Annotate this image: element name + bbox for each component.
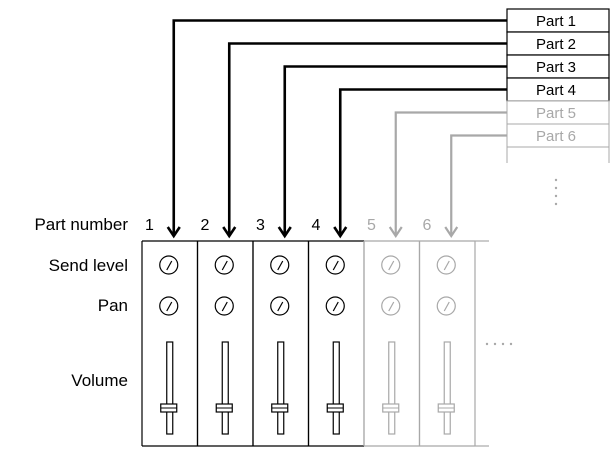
routing-line — [283, 65, 507, 236]
volume-fader-icon — [271, 341, 289, 435]
send-level-label: Send level — [49, 256, 128, 275]
send-level-knob-icon — [270, 255, 290, 275]
part-6: Part 6 6 — [418, 123, 610, 447]
send-level-knob-icon — [381, 255, 401, 275]
pan-knob-icon — [381, 296, 401, 316]
send-level-knob-icon — [214, 255, 234, 275]
volume-label: Volume — [71, 371, 128, 390]
routing-line — [172, 19, 507, 236]
channel-part-number: 4 — [312, 217, 321, 234]
pan-knob-icon — [214, 296, 234, 316]
channel-part-number: 6 — [423, 217, 432, 234]
part-5: Part 5 5 — [363, 100, 610, 447]
send-level-knob-icon — [325, 255, 345, 275]
volume-fader-icon — [160, 341, 178, 435]
pan-label: Pan — [98, 296, 128, 315]
volume-fader-icon — [215, 341, 233, 435]
part-box-label: Part 3 — [536, 59, 576, 76]
more-parts-ellipsis-vertical — [554, 178, 558, 206]
channel-part-number: 2 — [201, 217, 210, 234]
part-1: Part 1 1 — [141, 8, 610, 447]
part-box-label: Part 5 — [536, 105, 576, 122]
pan-knob-icon — [325, 296, 345, 316]
routing-arrowhead-icon — [166, 226, 181, 239]
routing-arrowhead-icon — [388, 226, 403, 238]
routing-line — [450, 134, 507, 236]
part-box-label: Part 1 — [536, 13, 576, 30]
routing-arrowhead-icon — [333, 226, 348, 239]
channel-part-number: 3 — [256, 217, 265, 234]
routing-arrowhead-icon — [444, 226, 459, 238]
routing-arrowhead-icon — [277, 226, 292, 239]
channel-part-number: 1 — [145, 217, 154, 234]
part-3: Part 3 3 — [252, 54, 610, 447]
send-level-knob-icon — [159, 255, 179, 275]
send-level-knob-icon — [436, 255, 456, 275]
volume-fader-icon — [326, 341, 344, 435]
part-2: Part 2 2 — [196, 31, 610, 447]
pan-knob-icon — [159, 296, 179, 316]
pan-knob-icon — [436, 296, 456, 316]
part-box-label: Part 2 — [536, 36, 576, 53]
channel-part-number: 5 — [367, 217, 376, 234]
part-number-label: Part number — [34, 215, 128, 234]
part-box-label: Part 4 — [536, 82, 576, 99]
pan-knob-icon — [270, 296, 290, 316]
routing-line — [394, 111, 507, 236]
volume-fader-icon — [437, 341, 455, 435]
volume-fader-icon — [382, 341, 400, 435]
more-channels-ellipsis-horizontal — [485, 342, 513, 346]
routing-line — [227, 42, 507, 236]
routing-arrowhead-icon — [222, 226, 237, 239]
part-box-label: Part 6 — [536, 128, 576, 145]
routing-line — [338, 88, 507, 236]
part-4: Part 4 4 — [307, 77, 610, 447]
